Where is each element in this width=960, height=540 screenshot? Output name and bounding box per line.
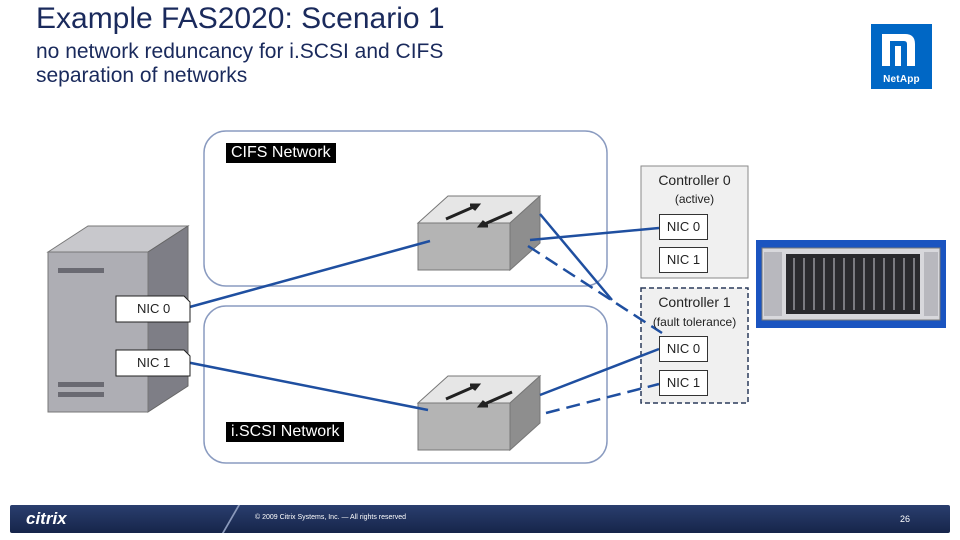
footer-bar: citrix © 2009 Citrix Systems, Inc. — All… (10, 505, 950, 533)
controller-1-nic0: NIC 0 (659, 336, 708, 362)
subtitle-line-2: separation of networks (36, 64, 248, 87)
netapp-logo: NetApp (871, 24, 932, 89)
subtitle-line-1: no network reduncancy for i.SCSI and CIF… (36, 40, 444, 63)
link-server-nic0-cifs-switch (185, 239, 431, 310)
controller-0-nic0: NIC 0 (659, 214, 708, 240)
server-nic1-label: NIC 1 (137, 355, 171, 370)
netapp-wordmark: NetApp (883, 74, 920, 85)
network-switch-icon (416, 194, 542, 272)
copyright-text: © 2009 Citrix Systems, Inc. — All rights… (255, 514, 407, 521)
link-server-nic1-iscsi-switch (185, 360, 429, 412)
storage-array-icon (756, 240, 946, 328)
server-nic1-callout (115, 349, 191, 377)
link-ctrl1-nic0-iscsi-switch (539, 347, 660, 397)
server-nic0-label: NIC 0 (137, 301, 171, 316)
netapp-n-icon (882, 34, 915, 66)
controller-0-state: (active) (674, 192, 715, 206)
controller-1-nic1: NIC 1 (659, 370, 708, 396)
link-cifs-switch-ctrl0-nic0 (529, 226, 660, 242)
cifs-network-label: CIFS Network (226, 143, 336, 163)
citrix-logo: citrix (26, 509, 67, 528)
page-number: 26 (899, 514, 910, 524)
controller-1-state: (fault tolerance) (652, 315, 737, 329)
link-cifs-switch-ctrl1-nic0 (539, 213, 613, 301)
server-nic-callouts (115, 295, 191, 377)
controller-0-nic1: NIC 1 (659, 247, 708, 273)
slide-title: Example FAS2020: Scenario 1 (36, 2, 445, 35)
controller-0-title: Controller 0 (658, 172, 731, 188)
network-links (185, 213, 663, 415)
iscsi-network-label: i.SCSI Network (226, 422, 345, 442)
controller-1-title: Controller 1 (658, 294, 731, 310)
slide-subtitle: no network reduncancy for i.SCSI and CIF… (36, 40, 443, 88)
link-iscsi-switch-ctrl0-nic1-dashed (527, 244, 663, 335)
server-nic0-callout (115, 295, 191, 323)
link-iscsi-switch-ctrl1-nic1-dashed (545, 382, 660, 415)
network-switch-icon (416, 374, 542, 452)
footer-divider (221, 505, 241, 533)
